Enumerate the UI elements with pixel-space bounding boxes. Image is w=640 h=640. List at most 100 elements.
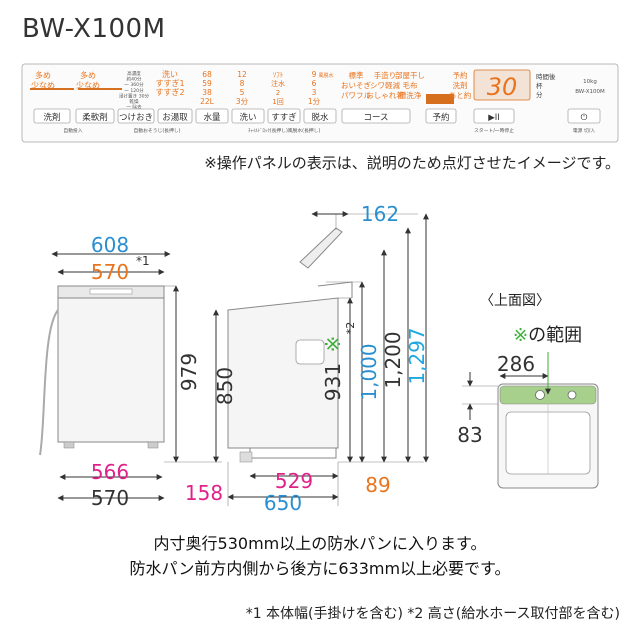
panel-label: 6: [312, 79, 317, 88]
panel-label: ｿﾌﾄ: [273, 71, 284, 79]
dim-height-1000: 1,000: [357, 343, 381, 400]
panel-button-label: 柔軟剤: [82, 112, 108, 123]
panel-button[interactable]: 柔軟剤: [75, 108, 115, 124]
install-note-2: 防水パン前方内側から後方に633mm以上必要です。: [129, 559, 511, 578]
panel-button[interactable]: 洗い: [231, 108, 265, 124]
panel-label: 12: [237, 70, 247, 79]
foot: [63, 441, 75, 449]
panel-label: 洗剤: [453, 80, 468, 90]
panel-label: 浸け置き 30分: [119, 92, 150, 99]
panel-label: 8: [240, 79, 245, 88]
dim-depth-529: 529: [275, 469, 313, 493]
range-mark: ※: [513, 325, 529, 346]
dimension-drawings: 608 570 *1 979 850 566 570 162 931 ※ *2 …: [39, 202, 599, 515]
front-body: [57, 295, 165, 443]
capacity-label: 10kg: [583, 79, 597, 85]
panel-button-row: 洗剤柔軟剤つけおきお湯取水量洗いすすぎ 脱水 コース 予約 ▶II ⏻: [33, 108, 601, 124]
panel-button[interactable]: 予約: [425, 108, 457, 124]
panel-label: 59: [202, 79, 212, 88]
panel-button-label: 予約: [432, 112, 449, 123]
panel-button[interactable]: 洗剤: [33, 108, 71, 124]
panel-label: おいそぎ: [341, 80, 371, 90]
panel-label: 2: [276, 89, 280, 97]
front-handle: [89, 288, 133, 295]
panel-label: 注水: [271, 79, 285, 88]
panel-label: 3: [312, 88, 317, 97]
button-caption: ﾁｬｲﾙﾄﾞﾛｯｸ(長押し): [248, 127, 288, 134]
model-title: BW-X100M: [22, 14, 166, 44]
dim-note-star2: *2: [344, 322, 357, 335]
panel-label: 風脱水: [318, 72, 333, 79]
top-view-label: 〈上面図〉: [480, 293, 550, 309]
panel-label: パワフル: [341, 91, 371, 100]
panel-note: ※操作パネルの表示は、説明のため点灯させたイメージです。: [204, 154, 620, 172]
panel-button-captions: 自動投入自動おそうじ(長押し)ﾁｬｲﾙﾄﾞﾛｯｸ(長押し)風脱水(長押し)スター…: [63, 127, 595, 134]
panel-button-label: コース: [363, 113, 388, 123]
panel-button[interactable]: ▶II: [473, 108, 515, 124]
panel-label: 多め: [35, 70, 51, 80]
dim-height-931: 931: [321, 363, 345, 401]
panel-button-label: お湯取: [162, 112, 188, 123]
panel-label: 一 360分: [124, 81, 144, 88]
panel-button[interactable]: つけおき: [117, 108, 155, 124]
panel-label: 少なめ: [31, 81, 55, 90]
panel-label: 5: [240, 88, 245, 97]
panel-label: あと約: [449, 90, 472, 100]
panel-label: 予約: [453, 70, 468, 80]
dim-top-286: 286: [497, 352, 535, 376]
panel-label: 乾燥: [129, 98, 139, 105]
panel-button[interactable]: すすぎ: [267, 108, 301, 124]
panel-label: 22L: [200, 97, 215, 106]
panel-label: すすぎ1: [155, 78, 184, 88]
panel-label: おしゃれ着: [366, 90, 404, 100]
foot: [239, 451, 253, 463]
panel-label: 標準: [349, 70, 364, 80]
side-body: [227, 297, 339, 449]
time-display-digits: 30: [487, 73, 518, 101]
panel-button-label: すすぎ: [271, 112, 297, 123]
panel-button[interactable]: 水量: [195, 108, 229, 124]
panel-button[interactable]: お湯取: [157, 108, 193, 124]
panel-label: 1回: [272, 98, 283, 106]
dim-height-850: 850: [213, 367, 237, 405]
button-caption: スタート/一時停止: [474, 127, 514, 134]
panel-button[interactable]: 脱水: [303, 108, 337, 124]
panel-label: 一 除去: [126, 104, 142, 111]
panel-button-label: ▶II: [488, 113, 500, 123]
panel-button[interactable]: ⏻: [567, 108, 601, 124]
button-caption: 風脱水(長押し): [288, 127, 321, 134]
dim-height-931-mark: ※: [321, 336, 345, 353]
indicator-lamp: [426, 94, 454, 104]
open-lid: [299, 227, 343, 269]
time-display: [473, 69, 531, 101]
side-view: [227, 211, 429, 506]
panel-label: 多め: [80, 70, 96, 80]
detergent-cap: [567, 390, 577, 400]
panel-label: すすぎ2: [155, 87, 184, 97]
panel-label: 洗い: [162, 69, 178, 79]
dim-width-566: 566: [91, 460, 129, 484]
display-unit-label: 分: [536, 90, 543, 99]
top-view: [462, 352, 599, 489]
panel-label: 少なめ: [76, 81, 100, 90]
foot: [147, 441, 159, 449]
panel-label: 1分: [308, 97, 321, 106]
display-unit-label: 杯: [536, 81, 543, 90]
panel-label: 高濃度: [127, 70, 141, 77]
dim-depth-162: 162: [361, 202, 399, 226]
panel-button[interactable]: コース: [341, 108, 411, 124]
panel-label: 約40分: [126, 76, 141, 83]
dim-width-608: 608: [91, 233, 129, 257]
display-unit-label: 時間後: [536, 72, 556, 81]
button-caption: 自動おそうじ(長押し): [134, 127, 181, 134]
panel-label: 一 120分: [124, 87, 144, 94]
dim-depth-650: 650: [264, 491, 302, 515]
button-caption: 電源 切/入: [573, 127, 596, 134]
panel-label: 毛布: [403, 80, 418, 90]
dim-height-1297: 1,297: [405, 327, 429, 384]
panel-button-label: 脱水: [311, 112, 329, 123]
panel-label: 38: [202, 88, 212, 97]
